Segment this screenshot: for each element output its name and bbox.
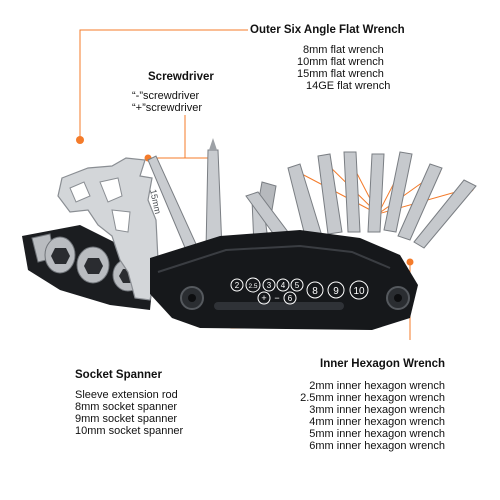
inner-hex-item: 2.5mm inner hexagon wrench — [300, 392, 445, 404]
inner-hex-item: 5mm inner hexagon wrench — [309, 428, 445, 440]
inner-hex-item: 2mm inner hexagon wrench — [309, 380, 445, 392]
outer-wrench-item: 8mm flat wrench — [303, 44, 384, 56]
outer-wrench-list: 8mm flat wrench 10mm flat wrench 15mm fl… — [295, 44, 413, 92]
flat-wrench-plate — [57, 157, 159, 301]
marking-2: 2 — [235, 281, 240, 290]
socket-spanner-item: 9mm socket spanner — [75, 413, 178, 425]
inner-hex-item: 3mm inner hexagon wrench — [309, 404, 445, 416]
inner-hex-title: Inner Hexagon Wrench — [320, 358, 446, 370]
marking-minus: − — [274, 293, 279, 303]
screwdriver-title: Screwdriver — [148, 71, 214, 83]
marking-10: 10 — [353, 286, 365, 297]
marking-4: 4 — [281, 281, 286, 290]
outer-wrench-item: 10mm flat wrench — [297, 56, 384, 68]
marking-2-5: 2.5 — [248, 283, 257, 290]
marking-3: 3 — [267, 281, 272, 290]
outer-wrench-item: 14GE flat wrench — [306, 80, 391, 92]
tool-body — [150, 230, 418, 330]
callout-line-screwdriver — [148, 115, 186, 159]
screwdriver-item: “+”screwdriver — [132, 102, 202, 114]
inner-hex-item: 4mm inner hexagon wrench — [309, 416, 445, 428]
socket-spanner-list: Sleeve extension rod 8mm socket spanner … — [75, 389, 183, 437]
inner-hex-item: 6mm inner hexagon wrench — [309, 440, 445, 452]
callout-fan-1 — [297, 171, 379, 215]
hex-key-fan — [245, 151, 477, 255]
callout-line-outer-wrench — [79, 29, 248, 140]
screwdriver-list: “-”screwdriver “+”screwdriver — [132, 90, 202, 114]
screwdriver-item: “-”screwdriver — [132, 90, 200, 102]
marking-6: 6 — [288, 294, 293, 303]
marking-8: 8 — [312, 286, 318, 297]
socket-spanner-item: 10mm socket spanner — [75, 425, 184, 437]
socket-spanner-item: Sleeve extension rod — [75, 389, 178, 401]
outer-wrench-item: 15mm flat wrench — [297, 68, 384, 80]
inner-hex-list: 2mm inner hexagon wrench 2.5mm inner hex… — [270, 380, 445, 452]
marking-5: 5 — [295, 281, 300, 290]
socket-spanner-item: 8mm socket spanner — [75, 401, 178, 413]
marking-plus: + — [261, 293, 266, 303]
socket-spanner-title: Socket Spanner — [75, 369, 162, 381]
outer-wrench-title: Outer Six Angle Flat Wrench — [250, 24, 405, 36]
marking-9: 9 — [333, 286, 339, 297]
